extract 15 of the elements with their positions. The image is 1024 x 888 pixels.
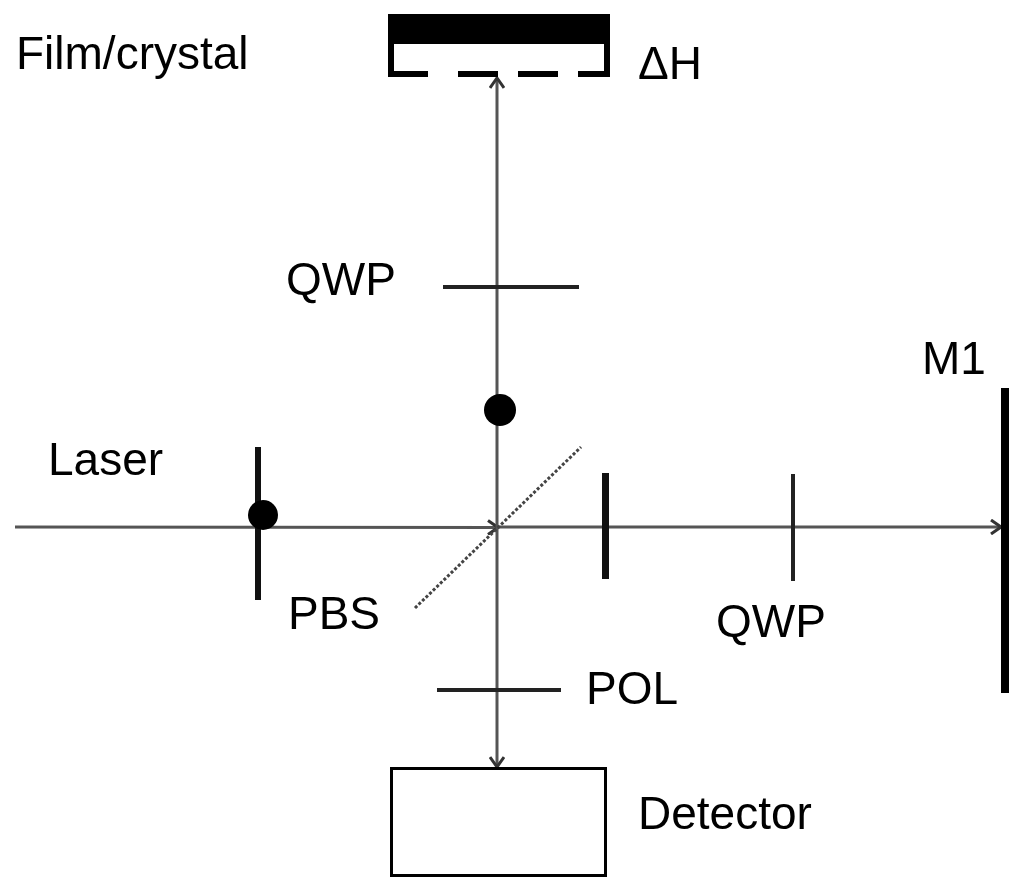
- component-label: QWP: [286, 256, 396, 302]
- light-beam: [488, 527, 506, 769]
- beam-splitter: [413, 445, 583, 610]
- component-label: M1: [922, 335, 986, 381]
- component-label: QWP: [716, 598, 826, 644]
- sample-holder: [388, 12, 610, 78]
- component-label: ΔH: [638, 40, 702, 86]
- mirror: [1001, 388, 1009, 693]
- component-label: Laser: [48, 436, 164, 482]
- detector-box: [390, 767, 607, 877]
- component-label: POL: [586, 665, 679, 711]
- component-label: PBS: [288, 590, 381, 636]
- component-label: Detector: [638, 790, 812, 836]
- light-beam: [497, 518, 1003, 536]
- light-beam: [488, 76, 506, 527]
